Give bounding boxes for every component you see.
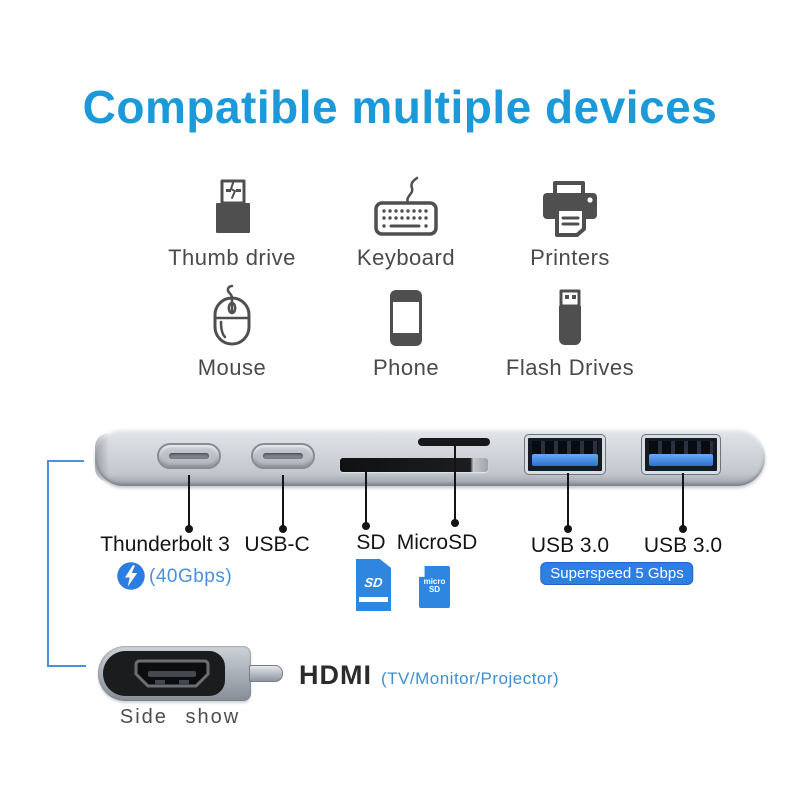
icon-box [207, 284, 257, 348]
keyboard-icon [374, 176, 438, 236]
side-show-caption: Side show [119, 706, 241, 728]
hdmi-note: (TV/Monitor/Projector) [381, 669, 560, 688]
sd-card-stripe [359, 597, 388, 602]
icon-box [539, 174, 601, 238]
page-title: Compatible multiple devices [82, 81, 718, 133]
label-usb3-right: USB 3.0 [643, 534, 723, 557]
hdmi-port-icon [134, 659, 210, 688]
device-label: Flash Drives [505, 355, 635, 380]
bracket-vertical-line [47, 460, 49, 667]
device-keyboard: Keyboard [316, 174, 496, 271]
hub-side-view-image [98, 646, 251, 701]
pointer-dot [185, 525, 193, 533]
device-flash-drives: Flash Drives [480, 284, 660, 381]
thunderbolt-icon [117, 562, 145, 590]
sd-card-logo-text: SD [363, 575, 384, 590]
hub-microsd-slot [418, 438, 490, 446]
device-thumb-drive: Thumb drive [142, 174, 322, 271]
thumb-drive-icon [216, 179, 250, 233]
pointer-dot [679, 525, 687, 533]
device-label: Keyboard [356, 245, 456, 270]
pointer-line-usbc [279, 475, 287, 533]
pointer-dot [564, 525, 572, 533]
hdmi-label: HDMI [299, 660, 372, 690]
mouse-icon [213, 284, 251, 346]
flash-drive-icon [559, 289, 581, 345]
bracket-top-line [47, 460, 84, 462]
device-label: Phone [372, 355, 440, 380]
usb-blue-tongue [649, 454, 713, 466]
pointer-dot [279, 525, 287, 533]
phone-icon [390, 290, 422, 346]
pointer-line-sd [362, 471, 370, 530]
device-phone: Phone [316, 284, 496, 381]
usbc-hub-image [95, 429, 765, 486]
device-label: Printers [530, 245, 610, 270]
label-microsd: MicroSD [396, 531, 478, 554]
usbc-plug-icon [249, 665, 283, 682]
device-mouse: Mouse [142, 284, 322, 381]
icon-box [388, 284, 424, 348]
usbc-port-slot [263, 453, 303, 459]
icon-box [209, 174, 255, 238]
pointer-line-usb3-right [679, 473, 687, 533]
pointer-dot [362, 522, 370, 530]
pointer-line-thunderbolt [185, 475, 193, 533]
pointer-dot [451, 519, 459, 527]
usb-pins [649, 441, 713, 454]
device-label: Mouse [197, 355, 267, 380]
icon-box [372, 174, 440, 238]
icon-box [554, 284, 586, 348]
superspeed-badge: Superspeed 5 Gbps [540, 562, 694, 585]
device-printers: Printers [480, 174, 660, 271]
usb-blue-tongue [532, 454, 598, 466]
label-usb3-left: USB 3.0 [530, 534, 610, 557]
hub-usbc-port [251, 443, 315, 469]
printer-icon [543, 181, 597, 237]
hub-usb3-port-left [524, 434, 606, 475]
hdmi-label-group: HDMI (TV/Monitor/Projector) [299, 660, 559, 691]
usbc-port-slot [169, 453, 209, 459]
usb-pins [532, 441, 598, 454]
hub-usb3-port-right [641, 434, 721, 475]
sd-card-icon: SD [356, 559, 391, 611]
pointer-line-usb3-left [564, 473, 572, 533]
label-sd: SD [356, 531, 386, 554]
adapter-black-face [103, 651, 225, 696]
device-label: Thumb drive [168, 245, 296, 270]
label-usbc: USB-C [244, 533, 310, 556]
hub-sd-slot [340, 458, 488, 472]
microsd-card-logo-text: micro SD [423, 577, 446, 594]
pointer-line-microsd [451, 446, 459, 527]
thunderbolt-speed-label: (40Gbps) [149, 566, 233, 587]
hub-usbc-port-thunderbolt [157, 443, 221, 469]
bracket-bottom-line [47, 665, 86, 667]
microsd-card-icon: micro SD [419, 566, 450, 608]
label-thunderbolt3: Thunderbolt 3 [100, 533, 230, 556]
